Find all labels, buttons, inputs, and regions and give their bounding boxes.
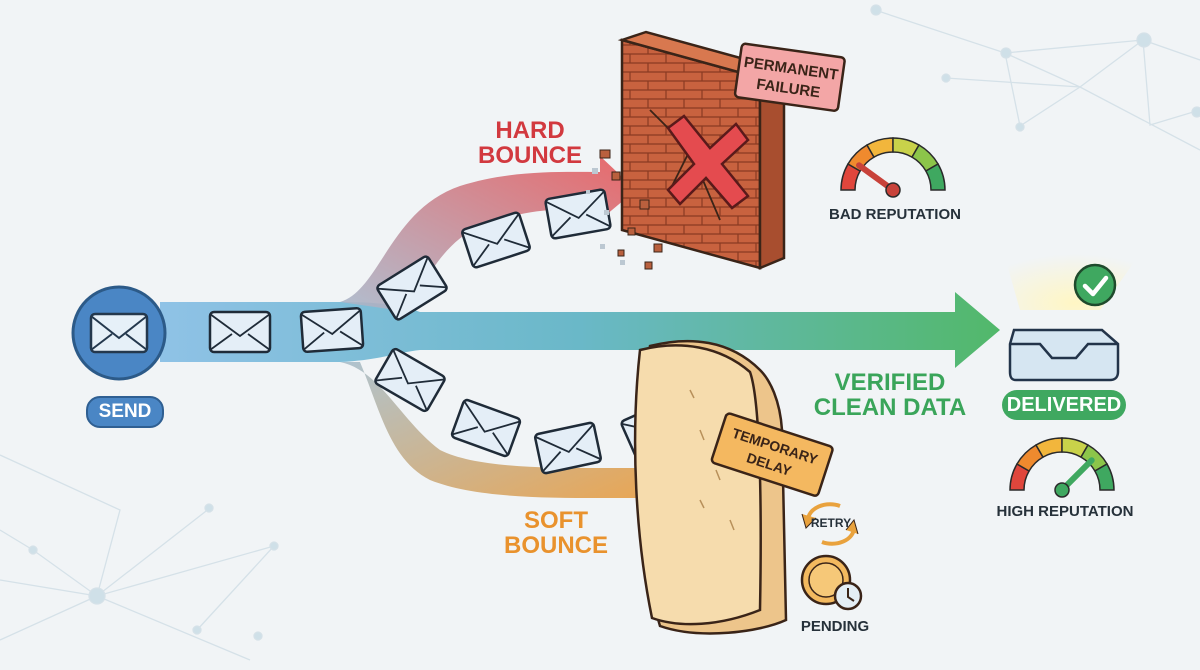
gauge-hub [1054, 482, 1070, 498]
envelopes [208, 188, 692, 475]
permanent-failure-sign: PERMANENT FAILURE [733, 42, 846, 112]
retry-icon [801, 502, 859, 546]
delivered-badge: DELIVERED [1002, 390, 1126, 420]
high-reputation-label: HIGH REPUTATION [996, 503, 1134, 520]
envelope-icon [376, 255, 448, 321]
cushion-icon [633, 339, 788, 635]
inbox-tray-icon[interactable] [1000, 240, 1150, 382]
send-icon[interactable] [71, 285, 167, 381]
verified-clean-data-label: VERIFIED CLEAN DATA [800, 369, 980, 422]
x-mark-icon [666, 114, 750, 210]
high-reputation-gauge-icon [1009, 437, 1115, 498]
gauge-hub [885, 182, 901, 198]
hard-bounce-line1: HARD [495, 117, 565, 144]
hard-bounce-line2: BOUNCE [477, 142, 582, 170]
delivery-path [160, 292, 1000, 368]
brick-wall-icon [586, 30, 789, 270]
envelope-icon [450, 398, 522, 458]
gauge-segment [924, 162, 946, 191]
gauge-segment [1093, 462, 1115, 491]
bad-reputation-label: BAD REPUTATION [829, 206, 961, 223]
bad-reputation-gauge-icon [840, 137, 946, 198]
envelope-icon [299, 306, 365, 354]
hard-bounce-label: HARD BOUNCE [470, 117, 590, 170]
verified-line1: VERIFIED [834, 369, 946, 396]
soft-bounce-line2: BOUNCE [503, 532, 608, 560]
envelope-icon [461, 211, 531, 269]
envelope-icon [544, 188, 612, 240]
check-circle-icon [1073, 263, 1117, 307]
soft-bounce-label: SOFT BOUNCE [496, 507, 616, 560]
soft-bounce-line1: SOFT [524, 507, 588, 534]
verified-line2: CLEAN DATA [813, 394, 967, 422]
soft-bounce-path [340, 362, 690, 516]
clock-icon [800, 554, 863, 611]
pending-label: PENDING [800, 618, 870, 635]
send-button[interactable]: SEND [86, 396, 164, 428]
network-background [0, 4, 1200, 661]
envelope-icon [374, 347, 446, 413]
temporary-delay-sign: TEMPORARY DELAY [710, 412, 834, 497]
envelope-icon [533, 421, 603, 475]
retry-label: RETRY [810, 516, 852, 530]
envelope-icon [208, 310, 272, 354]
